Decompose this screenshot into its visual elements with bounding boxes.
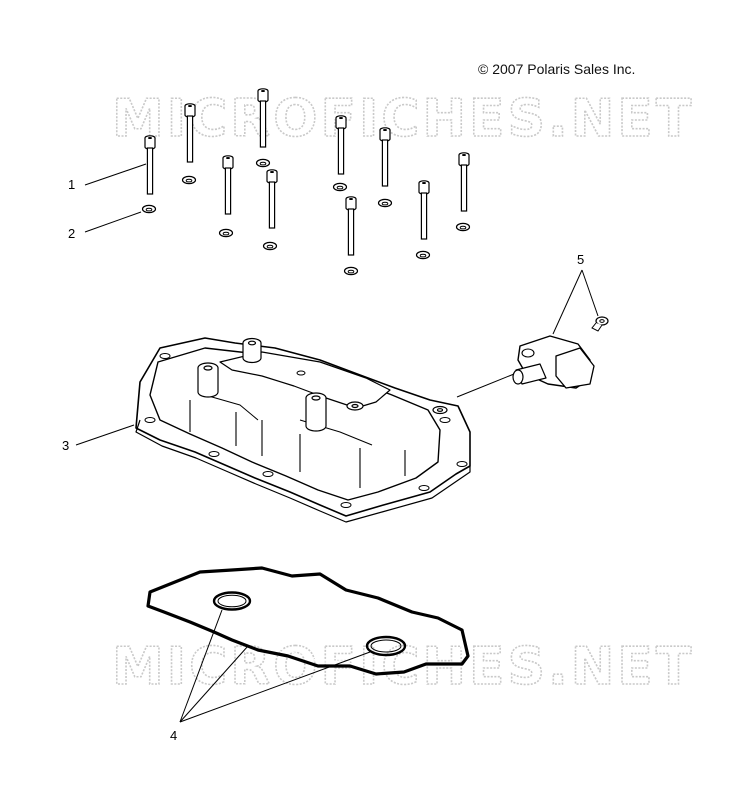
gasket-icon (146, 566, 470, 676)
sensor-screw-icon (591, 316, 609, 332)
leader-lines (75, 163, 599, 723)
washer-icon (141, 158, 471, 276)
watermark-top: MICROFICHES.NET (112, 89, 694, 149)
sensor-icon (512, 335, 595, 389)
callout-5: 5 (577, 252, 585, 267)
callout-3: 3 (62, 438, 70, 453)
copyright-notice: © 2007 Polaris Sales Inc. (478, 61, 636, 77)
callout-4: 4 (170, 728, 178, 743)
callout-1: 1 (68, 177, 76, 192)
valve-cover-icon (135, 337, 471, 523)
callout-2: 2 (68, 226, 76, 241)
